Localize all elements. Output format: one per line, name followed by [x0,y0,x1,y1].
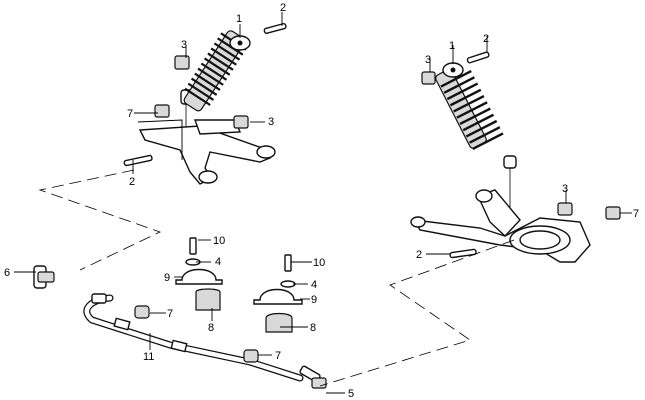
callout-3-right-mid: 3 [562,183,568,195]
bushing-7-left [134,305,150,319]
callout-numbers: 1 2 3 7 3 2 1 2 3 3 7 2 10 4 9 8 10 4 9 … [4,2,639,400]
callout-10-b: 10 [313,257,325,269]
callout-11: 11 [143,351,154,363]
bracket-group-a [175,237,223,311]
callout-2-left-top: 2 [280,2,286,14]
callout-7-right: 7 [633,208,639,220]
left-shock-absorber [180,22,287,140]
left-control-arm [123,104,276,185]
left-nut-3-top [174,55,190,70]
callout-8-b: 8 [310,322,316,334]
callout-5: 5 [348,388,354,400]
right-control-arm [410,189,621,263]
callout-8-a: 8 [208,322,214,334]
callout-1-right: 1 [449,40,455,52]
callout-10-a: 10 [213,235,225,247]
right-shock-absorber [421,51,517,226]
leader-lines [14,12,632,394]
bracket-group-b [253,254,303,333]
callout-7-bar-right: 7 [275,350,281,362]
callout-3-right-top: 3 [425,54,431,66]
stabilizer-link-right [299,365,327,389]
stabilizer-bar [83,293,304,382]
callout-4-a: 4 [215,256,221,268]
callout-2-right-low: 2 [416,249,422,261]
callout-9-b: 9 [311,294,317,306]
callout-3-left-top: 3 [181,39,187,51]
callout-2-right-top: 2 [483,33,489,45]
callout-1-left: 1 [236,13,242,25]
callout-7-left: 7 [127,108,133,120]
callout-7-bar-left: 7 [167,308,173,320]
callout-3-left-mid: 3 [268,116,274,128]
dashed-guide-lines [38,169,515,387]
callout-4-b: 4 [311,279,317,291]
callout-9-a: 9 [164,272,170,284]
callout-6: 6 [4,267,10,279]
bushing-7-right [243,349,259,363]
stabilizer-link-left [33,265,55,289]
callout-2-left-mid: 2 [129,176,135,188]
